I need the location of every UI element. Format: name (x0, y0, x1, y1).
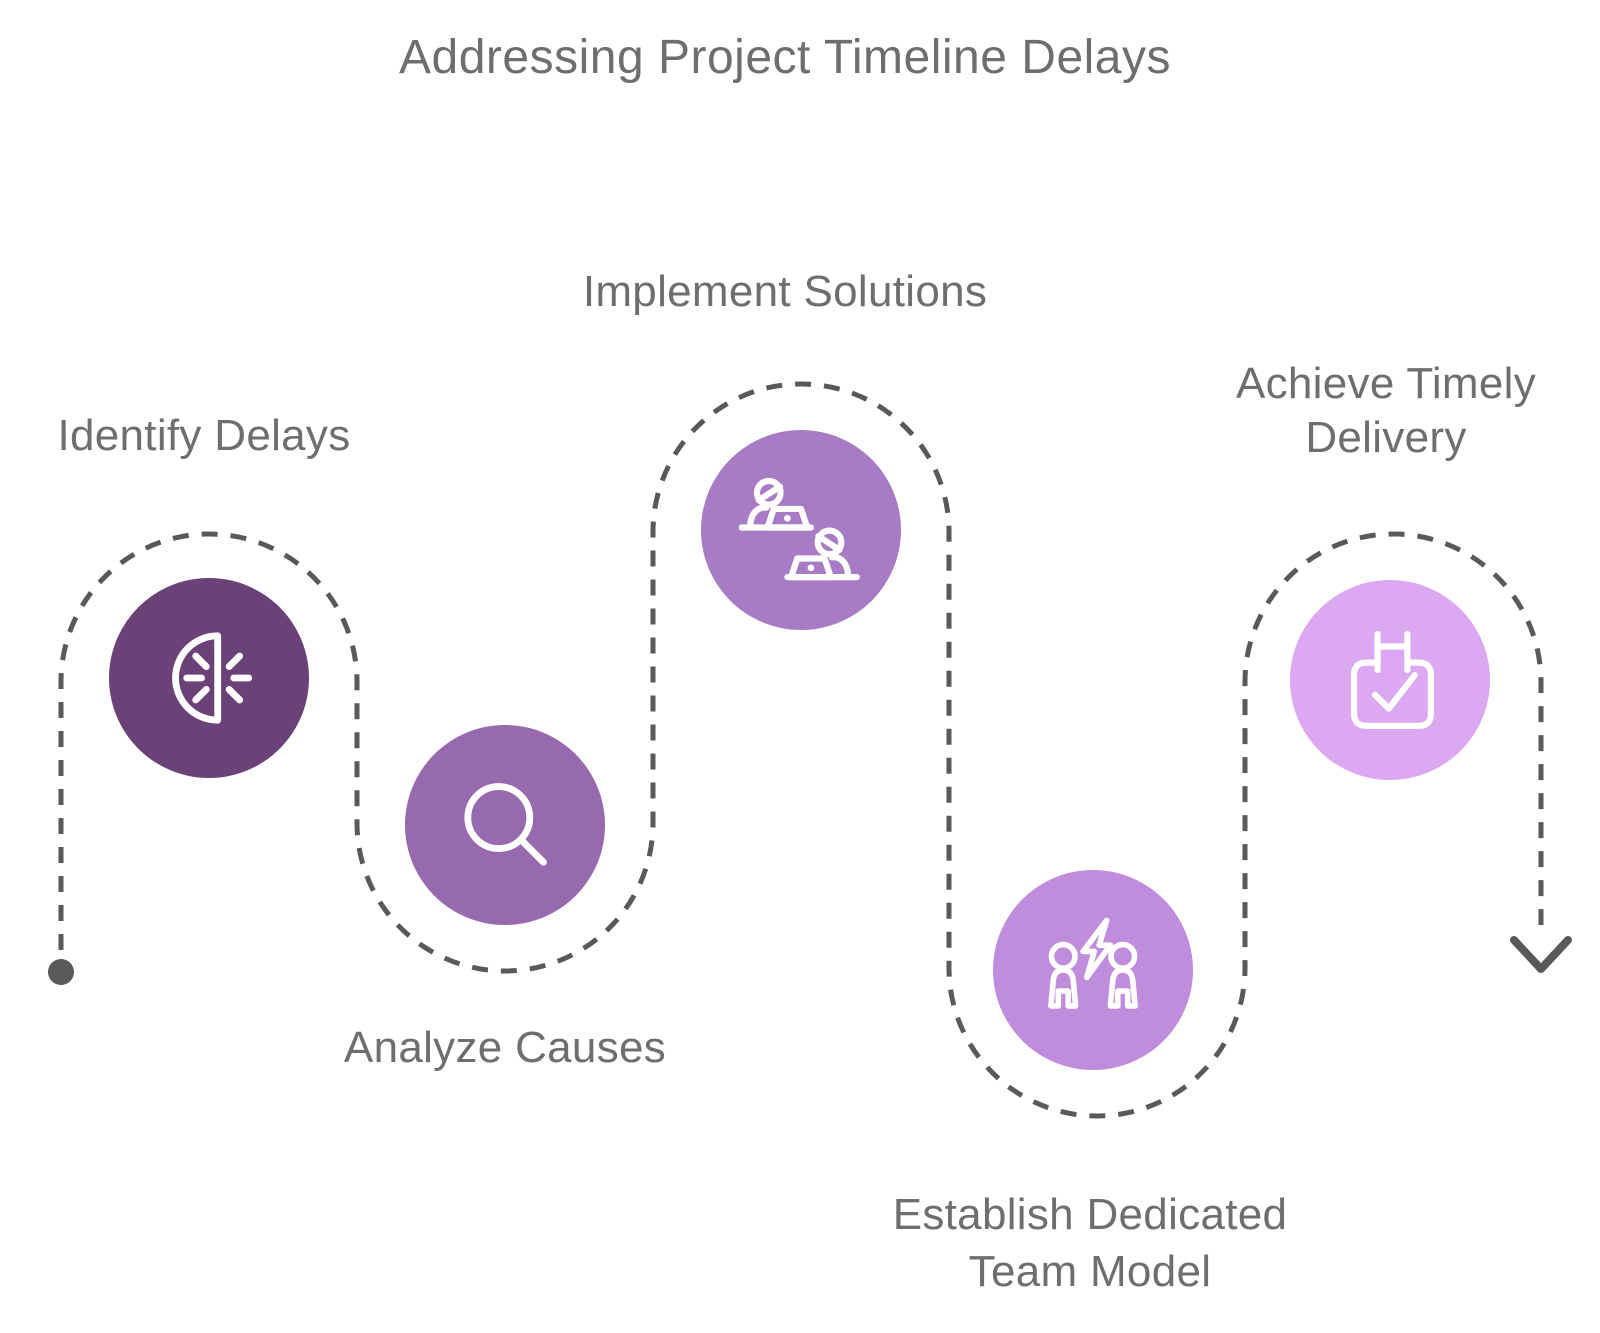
step-circle-implement-solutions (701, 430, 901, 630)
step-label-identify-delays: Identify Delays (57, 411, 351, 460)
pair-programming-icon (739, 477, 860, 581)
team-energy-icon (1048, 917, 1138, 1009)
step-circle-establish-team-model (993, 870, 1193, 1070)
step-circle-analyze-causes (405, 725, 605, 925)
step-label-implement-solutions: Implement Solutions (582, 267, 988, 316)
step-circle-identify-delays (109, 578, 309, 778)
flow-path-line (58, 381, 1544, 1119)
half-clock-icon (172, 632, 253, 724)
step-label-establish-team-model: Establish Dedicated Team Model (892, 1190, 1288, 1296)
step-label-analyze-causes: Analyze Causes (343, 1023, 667, 1072)
path-start-dot (48, 959, 74, 985)
arrow-down-icon (1510, 936, 1572, 973)
step-label-achieve-timely-delivery: Achieve Timely Delivery (1235, 359, 1537, 462)
step-circle-achieve-timely-delivery (1290, 580, 1490, 780)
calendar-check-icon (1350, 631, 1435, 729)
page-title: Addressing Project Timeline Delays (399, 31, 1171, 84)
magnifier-icon (464, 783, 547, 866)
